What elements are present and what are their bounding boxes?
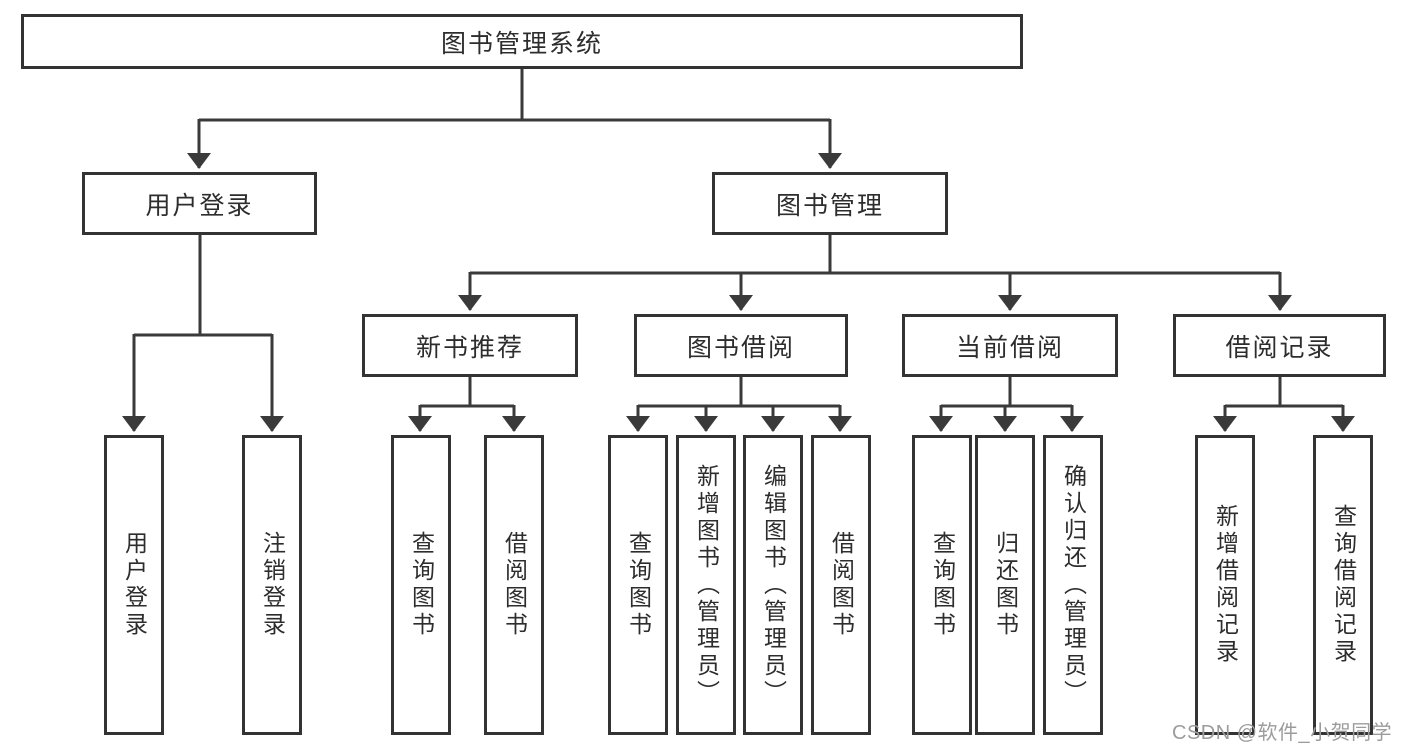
node-label: 用户登录 xyxy=(121,531,148,639)
node-current-borrow: 当前借阅 xyxy=(902,314,1118,377)
leaf-borrow-books-recommend: 借阅图书 xyxy=(484,435,544,735)
node-label: 查询借阅记录 xyxy=(1330,504,1357,666)
node-label: 借阅图书 xyxy=(501,531,528,639)
node-label: 图书管理 xyxy=(775,191,884,220)
node-label: 注销登录 xyxy=(259,531,286,639)
node-label: 新增图书（管理员） xyxy=(693,463,720,707)
leaf-edit-books-admin: 编辑图书（管理员） xyxy=(743,435,803,735)
node-borrow-records: 借阅记录 xyxy=(1173,314,1386,377)
node-user-login: 用户登录 xyxy=(82,172,317,235)
node-library-management-system: 图书管理系统 xyxy=(21,14,1023,69)
node-book-borrow: 图书借阅 xyxy=(634,314,848,377)
leaf-return-books: 归还图书 xyxy=(975,435,1035,735)
leaf-add-borrow-record: 新增借阅记录 xyxy=(1195,435,1255,735)
leaf-query-borrow-record: 查询借阅记录 xyxy=(1313,435,1373,735)
node-label: 借阅图书 xyxy=(828,531,855,639)
node-label: 归还图书 xyxy=(992,531,1019,639)
node-label: 当前借阅 xyxy=(955,333,1064,362)
node-label: 确认归还（管理员） xyxy=(1060,463,1087,707)
node-book-management: 图书管理 xyxy=(712,172,948,235)
node-label: 用户登录 xyxy=(145,191,254,220)
leaf-query-books-borrow: 查询图书 xyxy=(608,435,668,735)
node-label: 编辑图书（管理员） xyxy=(760,463,787,707)
node-label: 查询图书 xyxy=(929,531,956,639)
leaf-logout: 注销登录 xyxy=(242,435,302,735)
node-label: 图书管理系统 xyxy=(440,29,603,58)
leaf-add-books-admin: 新增图书（管理员） xyxy=(676,435,736,735)
leaf-query-books-current: 查询图书 xyxy=(912,435,972,735)
node-new-book-recommend: 新书推荐 xyxy=(362,314,578,377)
leaf-user-login: 用户登录 xyxy=(104,435,164,735)
node-label: 借阅记录 xyxy=(1225,333,1334,362)
leaf-query-books-recommend: 查询图书 xyxy=(391,435,451,735)
leaf-borrow-books: 借阅图书 xyxy=(811,435,871,735)
node-label: 新书推荐 xyxy=(415,333,524,362)
node-label: 图书借阅 xyxy=(686,333,795,362)
csdn-watermark: CSDN @软件_小贺同学 xyxy=(1172,722,1393,744)
leaf-confirm-return-admin: 确认归还（管理员） xyxy=(1043,435,1103,735)
node-label: 新增借阅记录 xyxy=(1212,504,1239,666)
node-label: 查询图书 xyxy=(625,531,652,639)
node-label: 查询图书 xyxy=(408,531,435,639)
